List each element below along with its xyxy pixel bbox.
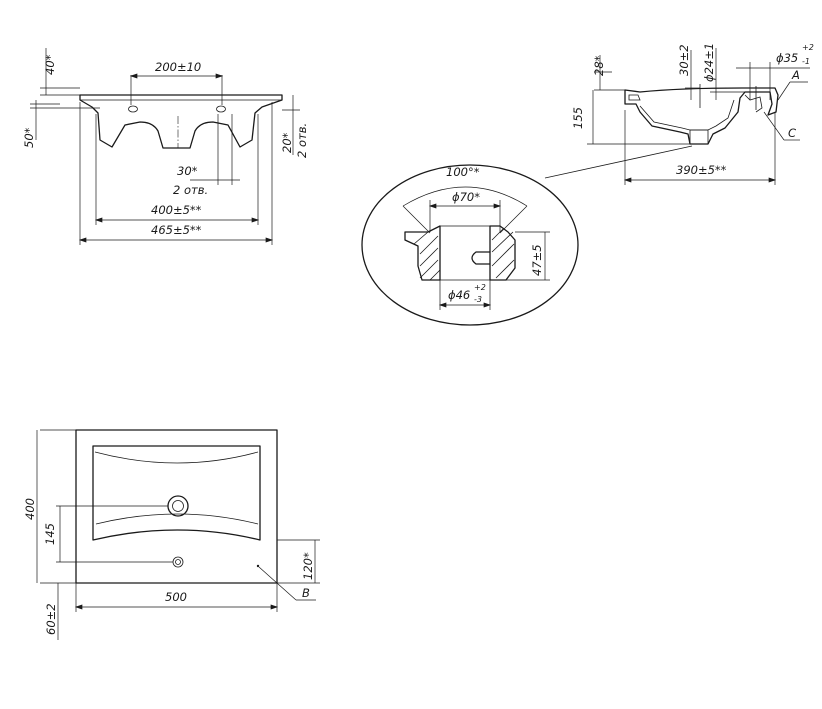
dim-d46-tol-upper: +2	[474, 283, 486, 292]
dim-d35-tol-upper: +2	[802, 43, 814, 52]
dim-2-holes-bottom: 2 отв.	[173, 183, 208, 197]
side-view: 28* 155 30±2 ϕ24±1 ϕ35 +2 -1 A C 390±	[544, 43, 814, 185]
dim-d35-tol-lower: -1	[802, 57, 810, 66]
plan-view-point-b	[256, 564, 260, 568]
plan-view-drain-outer	[167, 495, 189, 517]
dim-d46: ϕ46	[448, 288, 470, 302]
dim-d70: ϕ70*	[452, 190, 480, 204]
dim-60: 60±2	[44, 603, 58, 635]
dim-47: 47±5	[530, 244, 544, 276]
dim-400: 400	[23, 498, 37, 520]
dim-width-outer: 465±5**	[151, 223, 202, 237]
label-a: A	[791, 68, 800, 82]
dim-28: 28*	[592, 55, 606, 76]
plan-view-bowl	[92, 445, 261, 541]
side-view-front-lip	[628, 94, 641, 101]
side-view-overflow	[744, 94, 763, 113]
plan-view-bowl-lower-edge	[95, 513, 259, 525]
front-view-basin-outline	[79, 94, 283, 149]
detail-view: 100°* ϕ70* 47±	[361, 164, 579, 326]
dim-angle: 100°*	[446, 165, 480, 179]
detail-view-boundary	[361, 164, 579, 326]
dim-depth: 390±5**	[676, 163, 727, 177]
dim-30-front: 30*	[177, 164, 198, 178]
dim-holes-spacing: 200±10	[155, 60, 201, 74]
plan-view-tap-hole-inner	[175, 559, 181, 565]
plan-view: 400 145 120* 500 60±2 B	[23, 429, 320, 640]
dim-155: 155	[571, 107, 585, 129]
label-c: C	[788, 126, 796, 140]
side-view-basin-section	[624, 87, 779, 145]
front-view-tap-hole-right	[216, 105, 226, 113]
detail-section-left	[404, 225, 441, 281]
dim-top-40: 40*	[43, 54, 57, 75]
dim-d46-tol-lower: -3	[474, 295, 482, 304]
side-view-inner-surface	[639, 99, 735, 131]
plan-view-drain-inner	[172, 500, 184, 512]
label-b: B	[302, 586, 310, 600]
dim-2-holes-right: 2 отв.	[295, 123, 309, 158]
side-view-drain-neck	[689, 129, 709, 145]
detail-hatching-right	[491, 227, 515, 279]
dim-d24: ϕ24±1	[702, 43, 716, 82]
dim-30-side: 30±2	[677, 44, 691, 76]
detail-leader-line	[544, 145, 693, 179]
dim-145: 145	[43, 523, 57, 545]
dim-50: 50*	[22, 127, 36, 148]
dim-120: 120*	[301, 552, 315, 580]
dim-20: 20*	[280, 132, 294, 153]
plan-view-outer-rim	[75, 429, 278, 584]
detail-angle-arc	[402, 186, 528, 207]
detail-section-right	[489, 225, 516, 281]
detail-hatching-left	[413, 231, 441, 281]
dim-width-inner: 400±5**	[151, 203, 202, 217]
dim-d35: ϕ35	[776, 51, 798, 65]
detail-overflow-slot	[471, 251, 491, 265]
plan-view-tap-hole	[172, 556, 184, 568]
front-view-tap-hole-left	[128, 105, 138, 113]
front-view: 200±10 40* 50* 20* 2 отв. 30* 2 отв. 400…	[22, 48, 309, 245]
plan-view-bowl-upper-edge	[94, 451, 259, 464]
dim-500: 500	[165, 590, 187, 604]
